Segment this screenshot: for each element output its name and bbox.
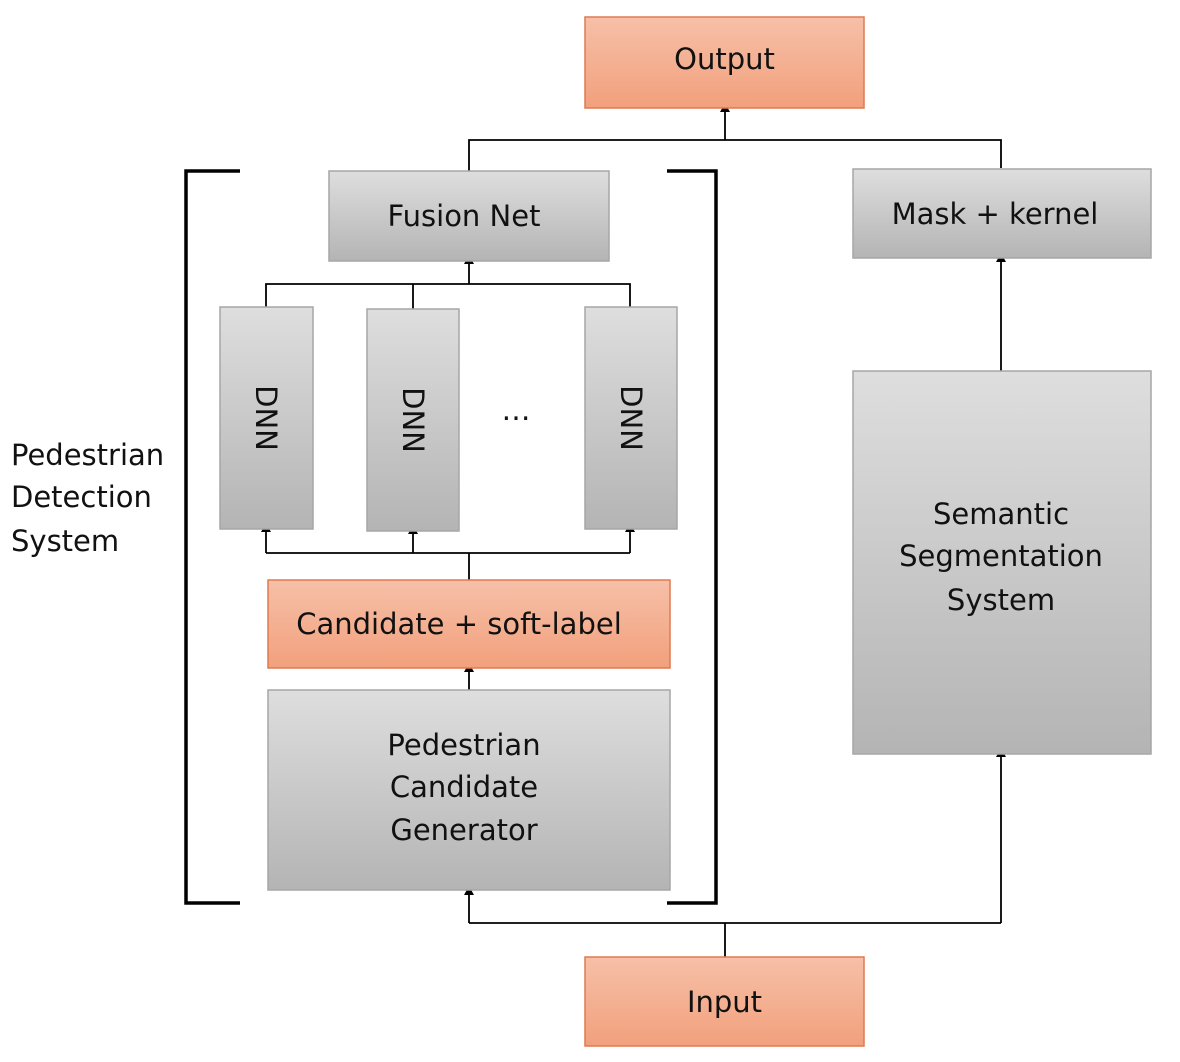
dnn-node-2: DNN [366, 308, 460, 532]
dnn-node-3: DNN [584, 306, 678, 530]
fusion-net-label: Fusion Net [388, 199, 541, 233]
dnn-1-label: DNN [249, 385, 283, 451]
group-label-line-1: Pedestrian [11, 438, 164, 472]
connector-to-output [468, 139, 1002, 171]
generator-label-line-3: Generator [390, 813, 537, 847]
segmentation-node: Semantic Segmentation System [852, 370, 1152, 755]
output-node: Output [584, 16, 865, 109]
candidate-softlabel-label: Candidate + soft-label [296, 607, 622, 641]
dnn-3-label: DNN [614, 385, 648, 451]
left-bracket [184, 169, 240, 905]
input-label: Input [687, 985, 762, 1019]
segmentation-label-line-1: Semantic [933, 497, 1069, 531]
dnn-node-1: DNN [219, 306, 314, 530]
generator-label-line-2: Candidate [390, 770, 538, 804]
candidate-generator-node: Pedestrian Candidate Generator [267, 689, 671, 891]
candidate-softlabel-node: Candidate + soft-label [267, 579, 671, 669]
detection-system-group-label: Pedestrian Detection System [11, 438, 164, 558]
dnn-ellipsis: … [502, 393, 531, 427]
connector-dnn-merge [265, 283, 631, 307]
mask-kernel-node: Mask + kernel [852, 168, 1152, 259]
connectors [261, 103, 1006, 957]
segmentation-label-line-2: Segmentation [899, 539, 1103, 573]
mask-kernel-label: Mask + kernel [892, 197, 1099, 231]
output-label: Output [674, 42, 775, 76]
dnn-2-label: DNN [396, 387, 430, 453]
group-label-line-2: Detection [11, 480, 152, 514]
input-node: Input [584, 956, 865, 1047]
segmentation-label-line-3: System [947, 583, 1055, 617]
fusion-net-node: Fusion Net [328, 170, 610, 262]
group-label-line-3: System [11, 524, 119, 558]
right-bracket [667, 169, 718, 905]
generator-label-line-1: Pedestrian [387, 728, 540, 762]
